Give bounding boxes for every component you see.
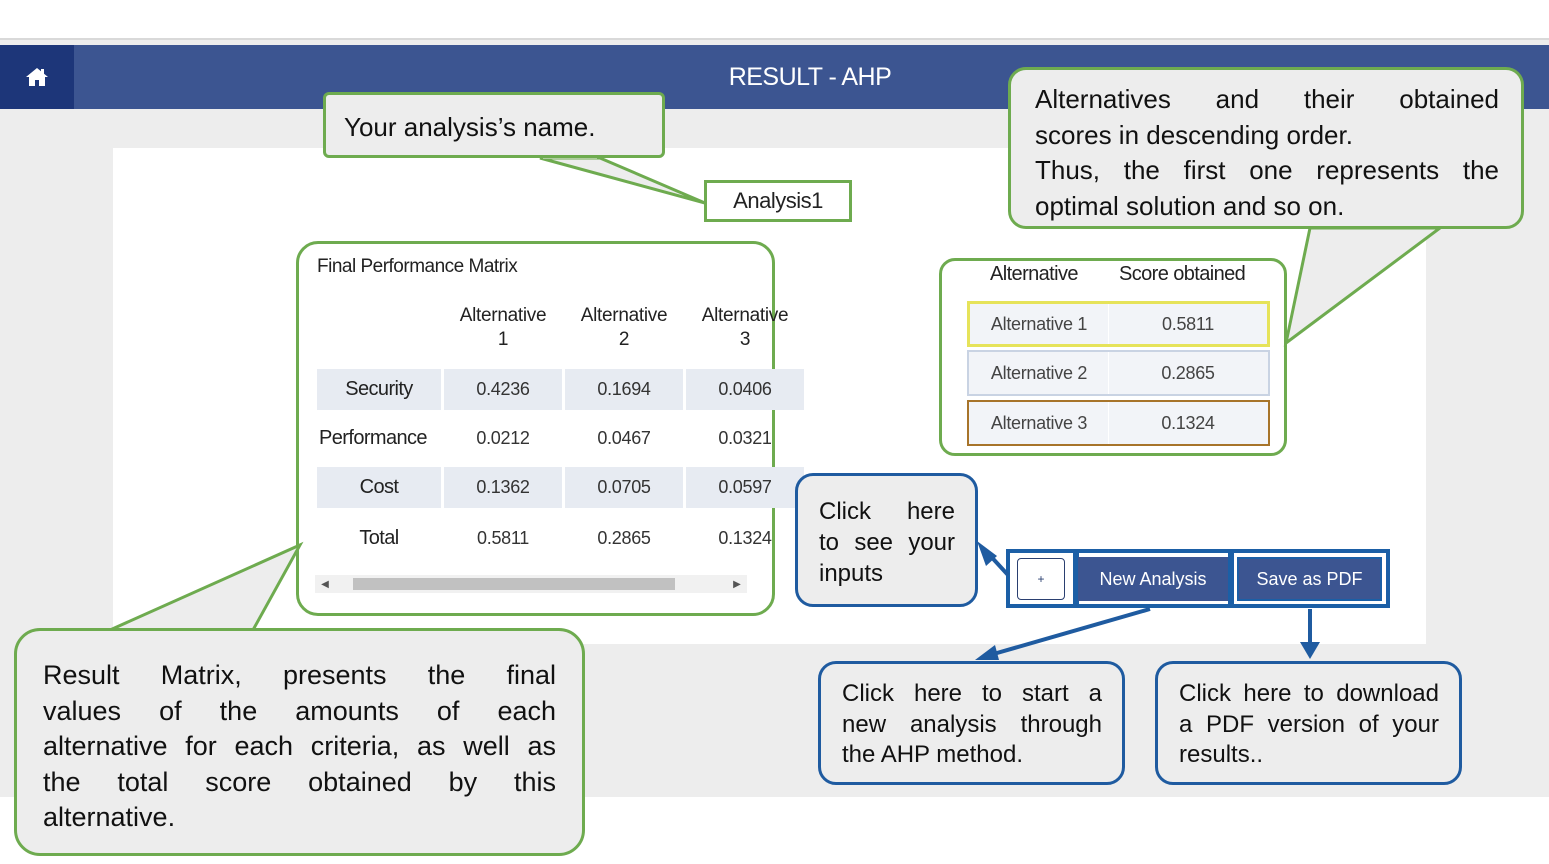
callout-line: Alternatives and their obtained: [1035, 84, 1499, 114]
ranking-row: [967, 301, 1270, 347]
name-callout-pointer: [539, 156, 706, 205]
matrix-callout-pointer: [109, 541, 304, 632]
callout-line: alternative for each criteria, as well a…: [43, 731, 556, 761]
callout-line: Click here to download: [1179, 680, 1439, 707]
callout-line: the AHP method.: [842, 741, 1024, 768]
matrix-cell: 0.1324: [718, 528, 772, 548]
ranking-row-divider: [1108, 304, 1109, 344]
ranking-row-divider: [1108, 402, 1109, 444]
ranking-score: 0.2865: [1161, 362, 1215, 383]
scroll-right-arrow-icon[interactable]: ▶: [733, 578, 741, 590]
ranking-header-score: Score obtained: [1119, 263, 1246, 285]
ranking-header-alternative: Alternative: [990, 263, 1079, 285]
page-title: RESULT - AHP: [728, 62, 892, 91]
matrix-cell: 0.0467: [597, 428, 651, 448]
column-header: Alternative 1: [443, 300, 563, 356]
matrix-cell: 0.0705: [565, 467, 683, 508]
column-header-line1: Alternative: [459, 305, 547, 326]
column-header-line2: 1: [497, 329, 509, 350]
row-label: Cost: [317, 467, 441, 508]
matrix-scroll-area[interactable]: Alternative 1 Alternative 2 Alternative …: [315, 298, 804, 520]
new-analysis-arrow: [975, 645, 999, 660]
matrix-cell: 0.5811: [477, 528, 529, 548]
matrix-cell: 0.0321: [718, 428, 772, 448]
column-header: Alternative 2: [564, 300, 684, 356]
callout-line: alternative.: [43, 802, 176, 832]
scrollbar-thumb[interactable]: [353, 578, 675, 590]
save-pdf-button[interactable]: Save as PDF: [1237, 557, 1382, 601]
new-analysis-callout: Click here to start a new analysis throu…: [818, 661, 1125, 785]
save-pdf-callout: Click here to download a PDF version of …: [1155, 661, 1462, 785]
callout-line: inputs: [819, 560, 884, 587]
scroll-left-arrow-icon[interactable]: ◀: [321, 578, 329, 590]
alternatives-callout-pointer: [1283, 226, 1445, 347]
matrix-cell: 0.0212: [476, 428, 530, 448]
callout-line: optimal solution and so on.: [1035, 190, 1345, 221]
ranking-alternative: Alternative 3: [990, 412, 1088, 433]
analysis-name-callout: Your analysis’s name.: [323, 92, 665, 158]
home-icon: [26, 68, 48, 86]
callout-line: Thus, the first one represents the: [1035, 155, 1499, 185]
top-divider: [0, 38, 1549, 40]
save-pdf-arrow: [1300, 642, 1320, 659]
ranking-score: 0.1324: [1161, 412, 1215, 433]
performance-matrix-table: Alternative 1 Alternative 2 Alternative …: [315, 298, 915, 520]
callout-line: values of the amounts of each: [43, 695, 556, 726]
alternatives-callout: Alternatives and their obtained scores i…: [1008, 67, 1524, 229]
callout-line: the total score obtained by this: [43, 766, 556, 797]
result-matrix-callout: Result Matrix, presents the final values…: [14, 628, 585, 856]
save-pdf-highlight: [1230, 549, 1390, 608]
ranking-row: [967, 400, 1270, 446]
ranking-alternative: Alternative 1: [990, 313, 1088, 334]
row-label: Total: [359, 527, 399, 549]
callout-line: results..: [1179, 741, 1264, 768]
inputs-callout: Click here to see your inputs: [795, 473, 978, 607]
callout-line: Click here: [819, 498, 955, 525]
matrix-title: Final Performance Matrix: [317, 256, 518, 277]
home-button[interactable]: [0, 45, 74, 109]
column-header: Alternative 3: [685, 300, 805, 356]
new-analysis-button[interactable]: New Analysis: [1078, 557, 1228, 601]
matrix-cell: 0.2865: [597, 528, 651, 548]
row-label: Security: [317, 369, 441, 410]
callout-line: a PDF version of your: [1179, 710, 1439, 738]
column-header-line1: Alternative: [580, 305, 668, 326]
matrix-cell: 0.1694: [565, 369, 683, 410]
inputs-arrow: [977, 541, 997, 566]
matrix-cell: 0.4236: [444, 369, 562, 410]
callout-line: scores in descending order.: [1035, 119, 1353, 150]
column-header-line2: 3: [739, 329, 751, 350]
callout-line: to see your: [819, 529, 955, 556]
ranking-score: 0.5811: [1162, 313, 1214, 334]
column-header-line2: 2: [618, 329, 630, 350]
matrix-cell: 0.0406: [686, 369, 804, 410]
ranking-row-divider: [1108, 352, 1109, 394]
callout-line: Result Matrix, presents the final: [43, 660, 556, 690]
callout-line: new analysis through: [842, 710, 1102, 738]
ranking-row: [967, 350, 1270, 396]
column-header-line1: Alternative: [701, 305, 789, 326]
total-row: Total 0.5811 0.2865 0.1324: [315, 518, 772, 559]
analysis-name-label: Analysis1: [704, 180, 852, 222]
matrix-cell: 0.1362: [444, 467, 562, 508]
show-inputs-button[interactable]: +: [1017, 558, 1065, 600]
performance-matrix-panel: [296, 241, 775, 616]
matrix-cell: 0.0597: [686, 467, 804, 508]
ranking-alternative: Alternative 2: [990, 362, 1088, 383]
callout-line: Click here to start a: [842, 680, 1102, 707]
row-label: Performance: [319, 427, 428, 449]
